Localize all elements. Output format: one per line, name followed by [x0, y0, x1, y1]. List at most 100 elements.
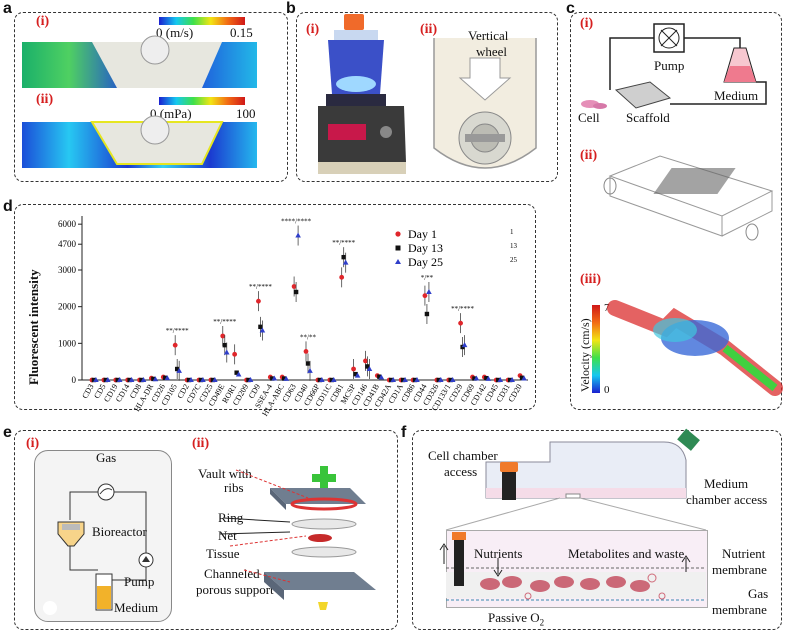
- exploded-chamber-diagram: [219, 466, 376, 610]
- day13-point: [293, 289, 299, 295]
- day13-point: [448, 377, 453, 383]
- day25-point: [366, 366, 373, 371]
- panel-a-ii-label: (ii): [36, 92, 54, 107]
- panel-b-ii-label: (ii): [420, 22, 438, 37]
- significance-label: */**: [421, 274, 434, 282]
- significance-label: ****/****: [281, 218, 311, 226]
- day13-point: [246, 377, 251, 383]
- panel-b-i-label: (i): [306, 22, 320, 37]
- day13-point: [305, 361, 311, 366]
- day1-point: [291, 284, 297, 289]
- day25-point: [438, 377, 444, 382]
- panel-c-iii-label: (iii): [580, 272, 601, 287]
- day13-point: [127, 377, 132, 383]
- day13-point: [258, 324, 263, 330]
- chamber-device-drawing: [485, 428, 700, 500]
- day13-point: [519, 375, 525, 380]
- day13-point: [103, 377, 109, 383]
- y-tick-label: 3000: [58, 265, 77, 275]
- significance-label: **/****: [249, 283, 272, 291]
- legend-extra-label: 1: [510, 228, 514, 236]
- ring-label: Ring: [218, 510, 244, 525]
- day13-point: [151, 376, 156, 382]
- day13-point: [424, 311, 430, 317]
- panel-e-ii-label: (ii): [192, 436, 210, 451]
- day13-point: [270, 376, 275, 381]
- day25-point: [378, 374, 385, 380]
- y-tick-label: 1000: [58, 338, 77, 348]
- channeled-label-2: porous support: [196, 582, 274, 597]
- significance-label: **/****: [451, 305, 474, 313]
- panel-c-label: c: [566, 0, 575, 17]
- day1-point: [303, 349, 309, 354]
- panel-a: [14, 12, 288, 182]
- bioreactor-label: Bioreactor: [92, 524, 147, 539]
- cross-section-detail: [439, 497, 707, 601]
- day25-point: [461, 342, 468, 348]
- day25-point: [473, 375, 480, 381]
- day25-point: [449, 377, 456, 382]
- velocity-colorbar: [592, 305, 600, 393]
- colorbar-stress-max: 100: [236, 106, 256, 121]
- day1-point: [172, 342, 178, 348]
- significance-label: **/**: [300, 333, 316, 341]
- day25-point: [259, 327, 266, 333]
- pump-label: Pump: [654, 58, 685, 73]
- panel-d: [14, 204, 536, 410]
- day1-point: [422, 293, 428, 299]
- day13-point: [317, 377, 323, 383]
- legend-day25-marker: [395, 259, 401, 264]
- y-tick-label: 2000: [58, 302, 77, 312]
- day13-point: [174, 366, 180, 372]
- tissue-label: Tissue: [206, 546, 240, 561]
- day25-point: [521, 375, 527, 381]
- bioreactor-system-box: [34, 450, 172, 622]
- day25-point: [212, 377, 218, 382]
- x-tick-label: CD3: [80, 383, 95, 401]
- day25-point: [485, 375, 492, 381]
- medium-label-c: Medium: [714, 88, 759, 103]
- metabolites-label: Metabolites and waste: [568, 546, 685, 561]
- legend-extra-label: 13: [510, 242, 518, 250]
- day13-point: [329, 377, 334, 383]
- panel-f-label: f: [401, 424, 407, 441]
- legend-extra-label: 25: [510, 256, 518, 264]
- stress-geometry: [90, 115, 224, 165]
- day25-point: [354, 372, 361, 378]
- vertical-wheel-diagram: [433, 38, 537, 169]
- day1-point: [458, 320, 463, 326]
- day25-point: [235, 371, 242, 377]
- vault-label-1: Vault with: [198, 466, 252, 481]
- passive-o2-label: Passive O2: [488, 610, 545, 628]
- day25-point: [426, 289, 432, 294]
- day13-point: [400, 377, 406, 383]
- day13-point: [115, 377, 120, 383]
- vertical-wheel-label-1: Vertical: [468, 28, 509, 43]
- day25-point: [128, 377, 135, 382]
- day25-point: [271, 375, 278, 381]
- day13-point: [507, 377, 513, 383]
- panel-f: [412, 430, 782, 630]
- day13-point: [436, 377, 442, 383]
- day1-point: [339, 274, 345, 280]
- day25-point: [307, 367, 313, 373]
- panel-e: [14, 430, 398, 630]
- day1-point: [351, 366, 356, 372]
- gas-membrane-label-2: membrane: [712, 602, 767, 617]
- scaffold-chamber-drawing: [603, 155, 774, 241]
- day25-point: [140, 377, 147, 382]
- day25-point: [497, 377, 504, 382]
- day13-point: [341, 254, 346, 260]
- scaffold-label: Scaffold: [626, 110, 670, 125]
- day13-point: [139, 377, 144, 383]
- legend-label: Day 25: [408, 255, 443, 269]
- medium-chamber-label-2: chamber access: [686, 492, 768, 507]
- day25-point: [247, 377, 254, 382]
- day25-point: [295, 232, 301, 238]
- day25-point: [319, 377, 325, 382]
- day1-point: [256, 298, 261, 304]
- day25-point: [330, 377, 337, 382]
- cell-chamber-label-1: Cell chamber: [428, 448, 498, 463]
- velocity-max-label: 7: [604, 302, 610, 314]
